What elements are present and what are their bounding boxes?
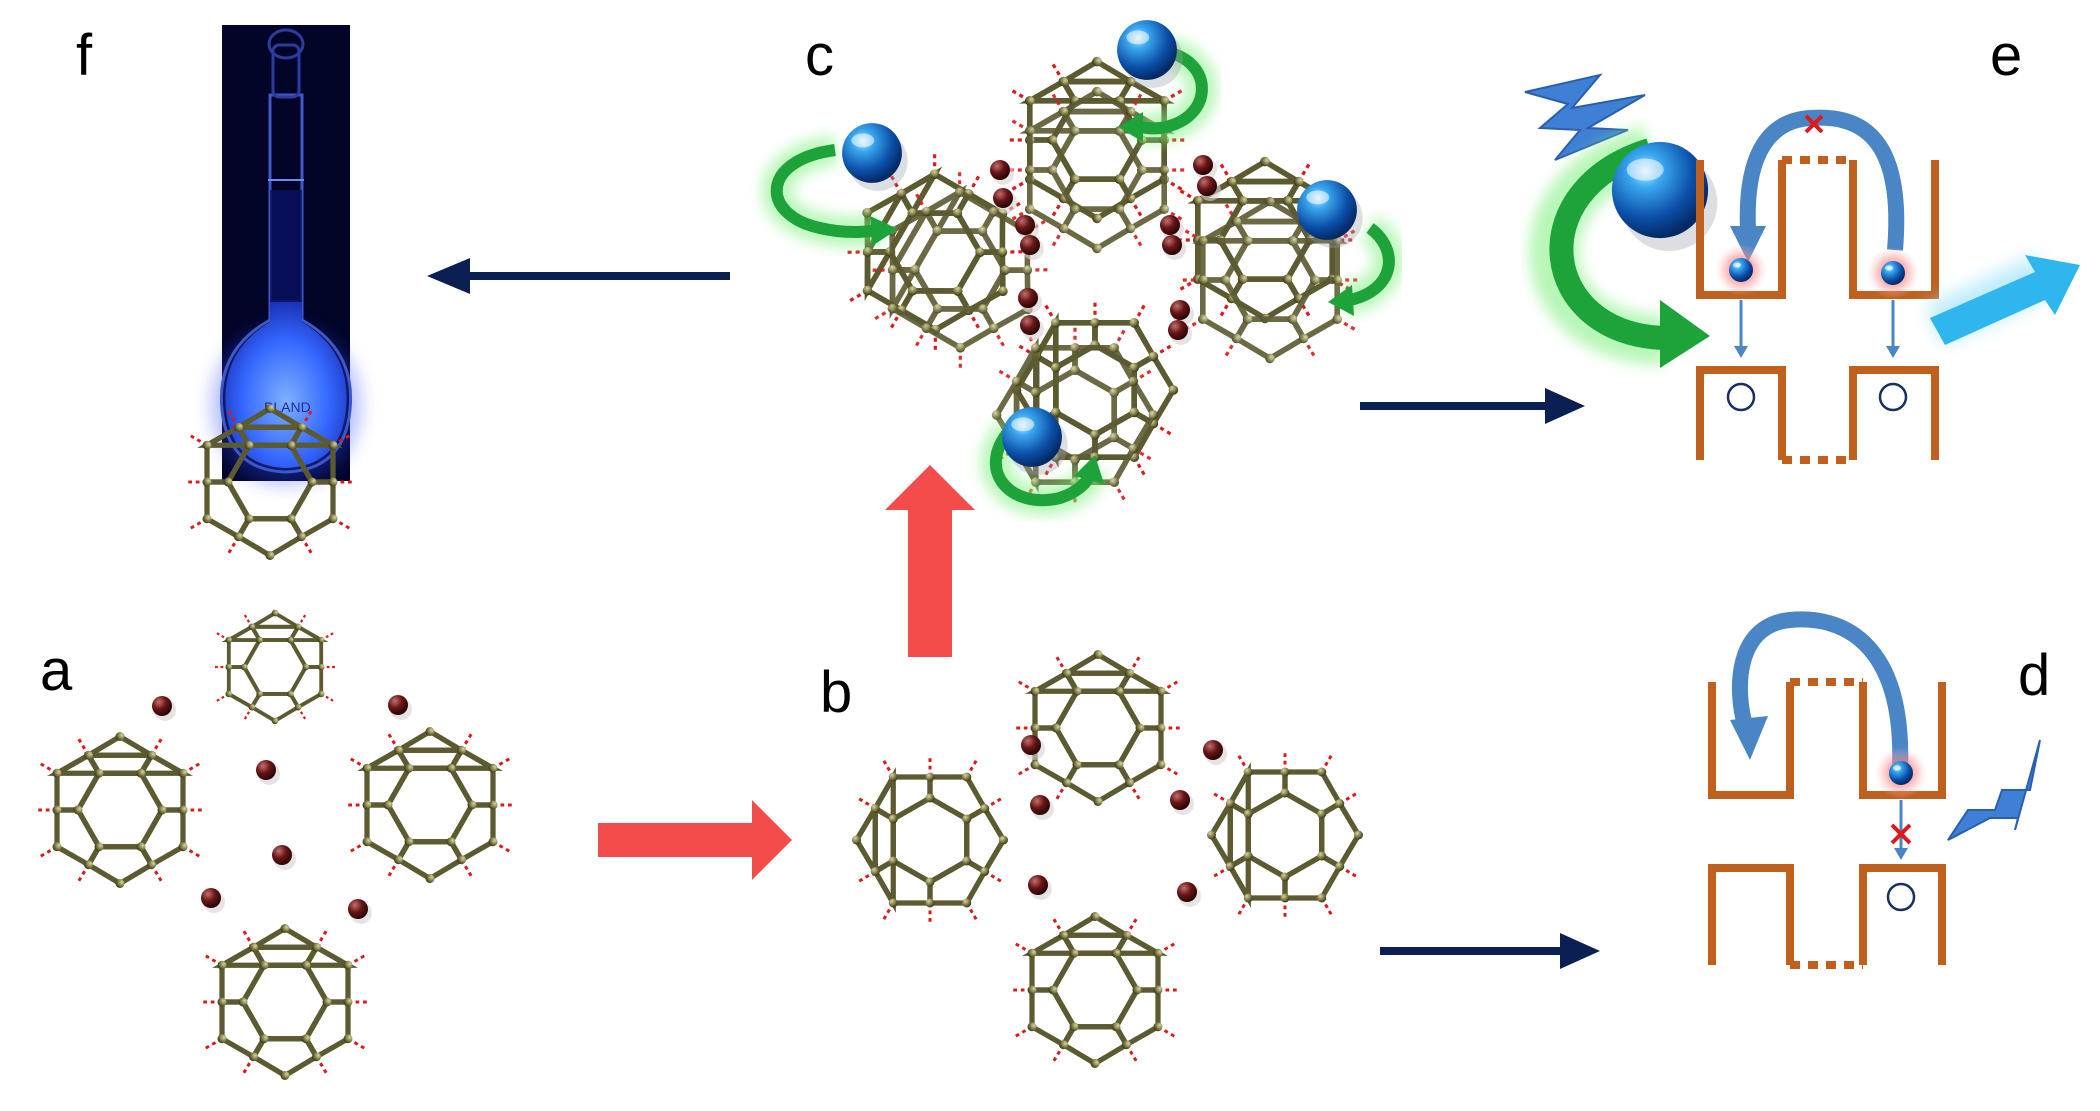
- pyrene-molecule: [200, 924, 371, 1080]
- hole-circle: [1726, 382, 1756, 412]
- arrow-c-to-f: [427, 258, 730, 294]
- metal-ion: [1162, 235, 1186, 260]
- energy-well: [1708, 678, 1946, 969]
- lightning-icon: [1947, 739, 2041, 841]
- red-arrow-a-to-b: [598, 800, 792, 880]
- pyrene-molecule: [1207, 750, 1363, 921]
- metal-ion: [1018, 288, 1042, 313]
- arrow-b-to-d: [1380, 933, 1600, 969]
- metal-ion: [152, 696, 176, 721]
- pyrene-molecule: [1010, 912, 1181, 1068]
- metal-ion: [1177, 882, 1201, 907]
- arrow-c-to-e: [1360, 388, 1585, 424]
- metal-ion: [990, 160, 1014, 185]
- pyrene-molecule: [1013, 650, 1184, 806]
- hole-circle: [1886, 882, 1916, 912]
- panel-d-energy-diagram: [1708, 611, 2041, 969]
- panel-label-d: d: [2018, 643, 2050, 708]
- electron-sphere: [842, 123, 908, 191]
- excited-electron: [1875, 747, 1927, 799]
- cross-mark: [1804, 114, 1824, 134]
- green-rotation-arrows: [761, 37, 1404, 516]
- pyrene-molecule: [345, 727, 516, 883]
- metal-ion: [201, 888, 225, 913]
- cross-mark: [1890, 823, 1912, 845]
- panel-a-assembly: [210, 607, 340, 727]
- excited-electron: [1867, 247, 1919, 299]
- panel-c-assembly: [761, 20, 1404, 516]
- panel-label-c: c: [805, 23, 834, 88]
- lightning-icon: [1524, 73, 1646, 161]
- metal-ion: [1028, 875, 1052, 900]
- metal-ion: [1020, 235, 1044, 260]
- excited-electron: [1715, 244, 1767, 296]
- metal-ion: [1021, 735, 1045, 760]
- panel-label-a: a: [40, 638, 73, 703]
- panel-label-b: b: [820, 660, 852, 725]
- metal-ion: [1203, 740, 1227, 765]
- metal-ion: [1168, 320, 1192, 345]
- metal-ion: [388, 695, 412, 720]
- pyrene-molecule: [35, 732, 206, 888]
- metal-ion: [1170, 790, 1194, 815]
- metal-ion: [1030, 795, 1054, 820]
- navy-arrows: [427, 258, 1600, 969]
- metal-ion: [1020, 315, 1044, 340]
- metal-ion: [348, 899, 372, 924]
- red-arrow-b-to-c: [885, 465, 975, 657]
- panel-e-energy-diagram: [1524, 73, 2080, 464]
- pyrene-molecule: [852, 755, 1008, 926]
- panel-label-e: e: [1990, 23, 2022, 88]
- emission-arrow: [1930, 255, 2080, 345]
- metal-ion: [272, 845, 296, 870]
- panel-label-f: f: [76, 23, 93, 88]
- panel-b-assembly: [852, 650, 1363, 1068]
- hole-circle: [1878, 382, 1908, 412]
